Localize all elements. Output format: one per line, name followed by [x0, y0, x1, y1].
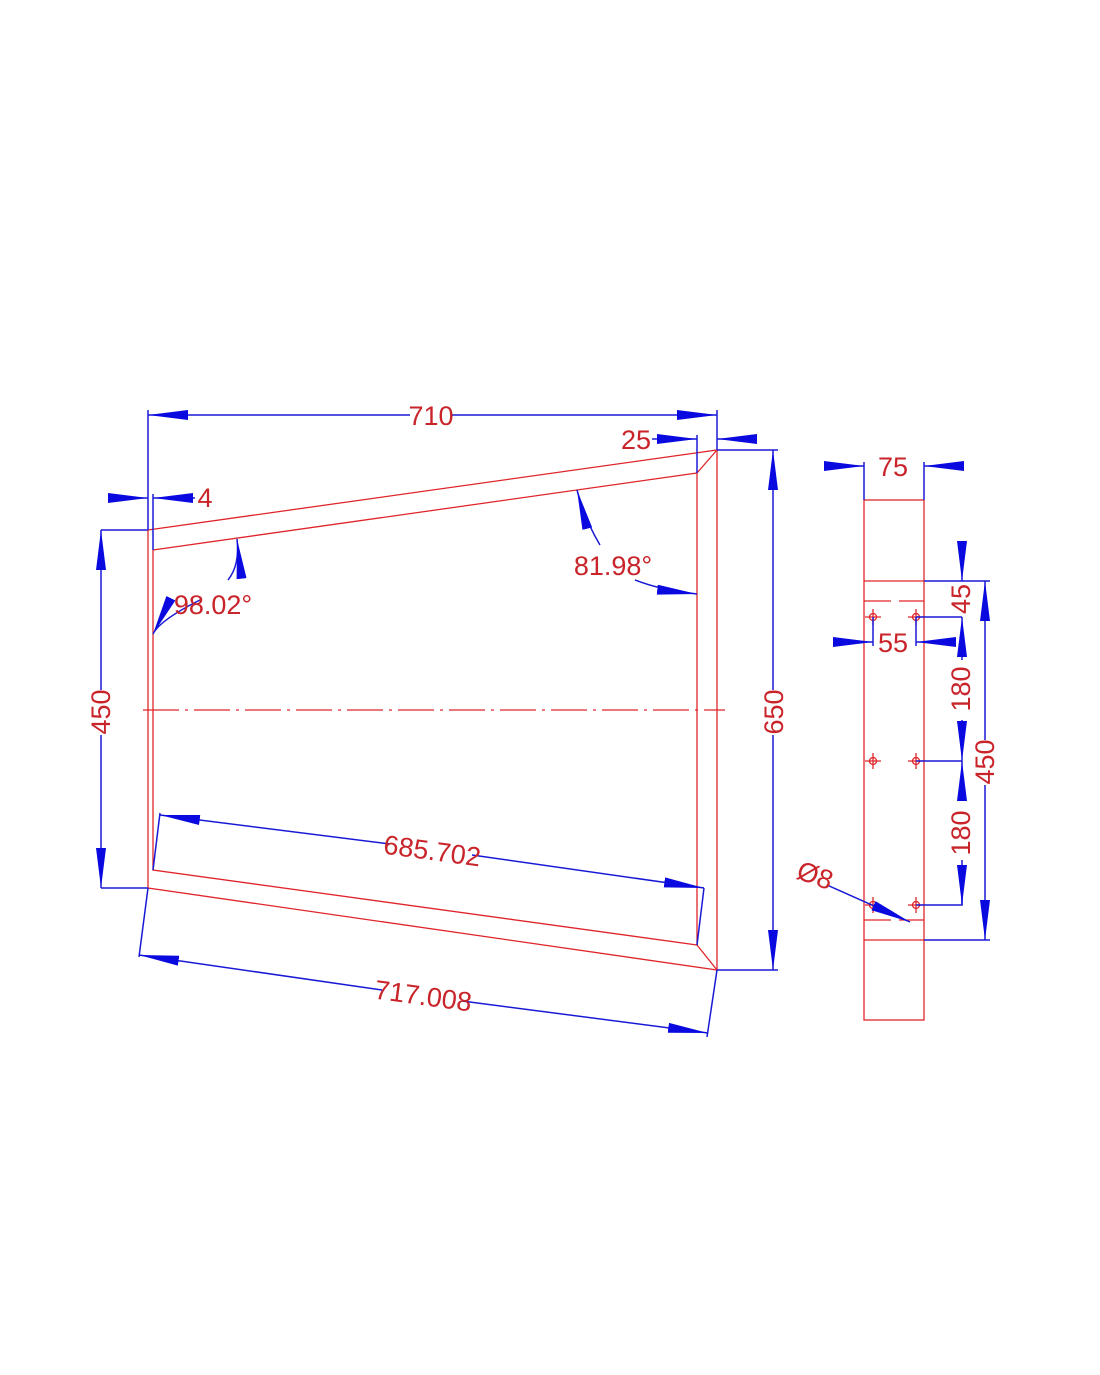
side-view-dimensions — [824, 461, 990, 941]
dim-4: 4 — [197, 483, 212, 513]
dim-45: 45 — [946, 584, 976, 614]
angle-98-02: 98.02° — [174, 590, 252, 620]
dim-450-left: 450 — [86, 689, 116, 734]
hole — [865, 753, 881, 769]
angle-81-98: 81.98° — [574, 551, 652, 581]
dim-685-702: 685.702 — [382, 830, 483, 873]
side-view-labels: 75 55 45 180 180 450 Ø8 — [793, 452, 1000, 896]
dim-450-side: 450 — [970, 739, 1000, 784]
dim-650: 650 — [759, 689, 789, 734]
front-view-dimensions — [96, 410, 778, 1038]
dim-717-008: 717.008 — [373, 975, 474, 1018]
dim-710: 710 — [408, 401, 453, 431]
dim-75: 75 — [878, 452, 908, 482]
front-view-frame — [143, 449, 725, 971]
dim-55: 55 — [878, 628, 908, 658]
side-view-frame — [863, 499, 925, 1021]
dim-25: 25 — [621, 425, 651, 455]
front-view-labels: 710 25 4 450 650 685.702 717.008 98.02° … — [86, 401, 789, 1017]
dim-hole-diameter: Ø8 — [793, 855, 837, 896]
dim-180-lower: 180 — [946, 810, 976, 855]
dim-180-upper: 180 — [946, 666, 976, 711]
